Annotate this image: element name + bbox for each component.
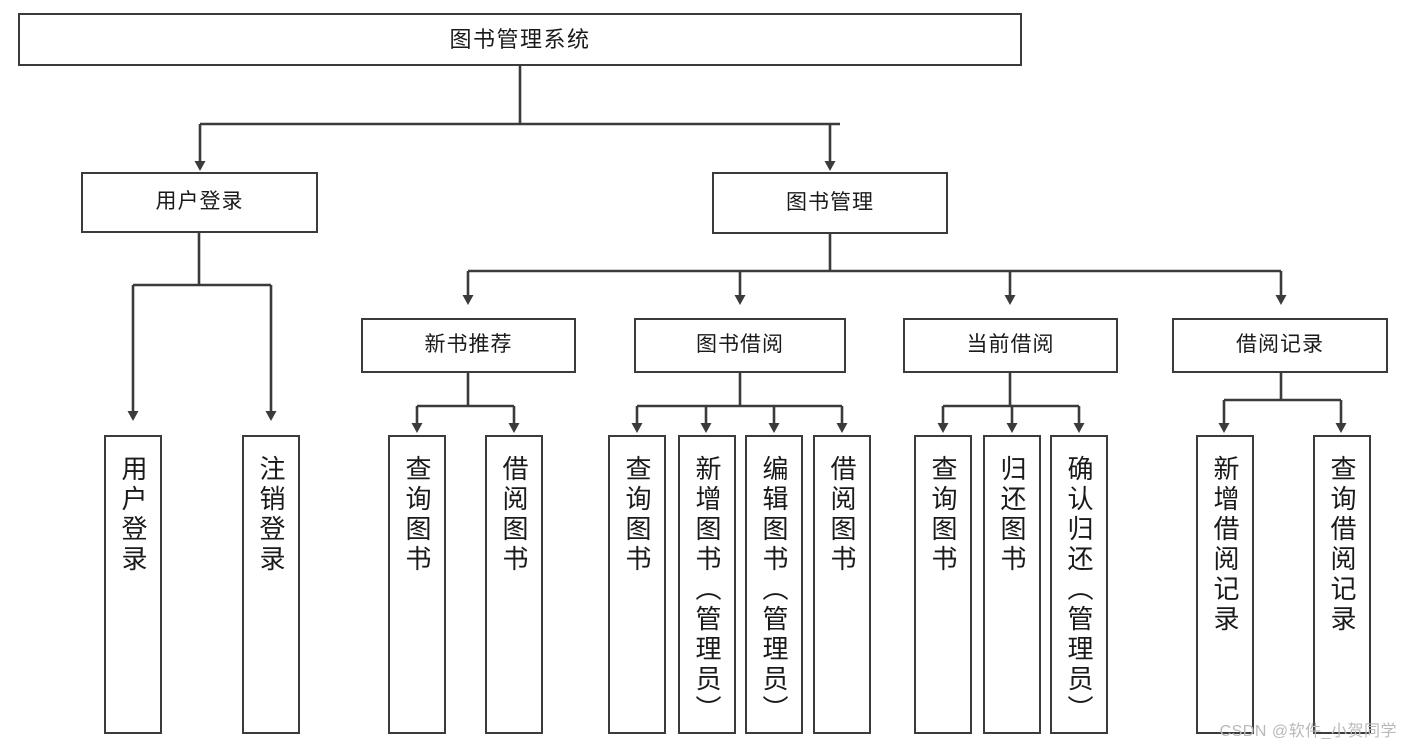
leaf-book-borrow-borrow[interactable]: 借阅图书 <box>813 435 871 734</box>
node-label: 查询图书 <box>928 455 958 575</box>
node-label: 图书管理系统 <box>449 26 591 52</box>
node-label: 用户登录 <box>118 455 148 575</box>
leaf-user-login-logout[interactable]: 注销登录 <box>242 435 300 734</box>
node-new-book-recommend[interactable]: 新书推荐 <box>361 318 576 373</box>
leaf-borrow-record-query[interactable]: 查询借阅记录 <box>1313 435 1371 734</box>
leaf-current-borrow-return[interactable]: 归还图书 <box>983 435 1041 734</box>
node-label: 新增借阅记录 <box>1210 455 1240 635</box>
node-label: 借阅图书 <box>827 455 857 575</box>
node-root-system[interactable]: 图书管理系统 <box>18 13 1022 66</box>
node-label: 注销登录 <box>256 455 286 575</box>
watermark-text: CSDN @软件_小贺同学 <box>1219 723 1397 740</box>
leaf-book-borrow-query[interactable]: 查询图书 <box>608 435 666 734</box>
leaf-user-login-login[interactable]: 用户登录 <box>104 435 162 734</box>
node-label: 编辑图书（管理员） <box>759 455 789 725</box>
node-label: 借阅图书 <box>499 455 529 575</box>
node-label: 借阅记录 <box>1236 333 1324 357</box>
node-label: 图书借阅 <box>696 333 784 357</box>
node-current-borrow[interactable]: 当前借阅 <box>903 318 1118 373</box>
node-label: 查询图书 <box>622 455 652 575</box>
node-label: 确认归还（管理员） <box>1064 455 1094 725</box>
node-label: 用户登录 <box>155 190 244 214</box>
leaf-new-book-borrow[interactable]: 借阅图书 <box>485 435 543 734</box>
leaf-borrow-record-add[interactable]: 新增借阅记录 <box>1196 435 1254 734</box>
node-borrow-record[interactable]: 借阅记录 <box>1172 318 1388 373</box>
node-label: 新书推荐 <box>424 333 513 357</box>
node-book-borrow[interactable]: 图书借阅 <box>634 318 846 373</box>
node-label: 新增图书（管理员） <box>692 455 722 725</box>
node-label: 查询图书 <box>402 455 432 575</box>
leaf-current-borrow-query[interactable]: 查询图书 <box>914 435 972 734</box>
leaf-book-borrow-edit-admin[interactable]: 编辑图书（管理员） <box>745 435 803 734</box>
node-label: 归还图书 <box>997 455 1027 575</box>
node-label: 查询借阅记录 <box>1327 455 1357 635</box>
leaf-book-borrow-add-admin[interactable]: 新增图书（管理员） <box>678 435 736 734</box>
leaf-new-book-query[interactable]: 查询图书 <box>388 435 446 734</box>
node-label: 当前借阅 <box>966 333 1055 357</box>
node-label: 图书管理 <box>786 190 874 214</box>
leaf-current-borrow-confirm-admin[interactable]: 确认归还（管理员） <box>1050 435 1108 734</box>
node-user-login[interactable]: 用户登录 <box>81 172 318 233</box>
node-book-management[interactable]: 图书管理 <box>712 172 948 234</box>
